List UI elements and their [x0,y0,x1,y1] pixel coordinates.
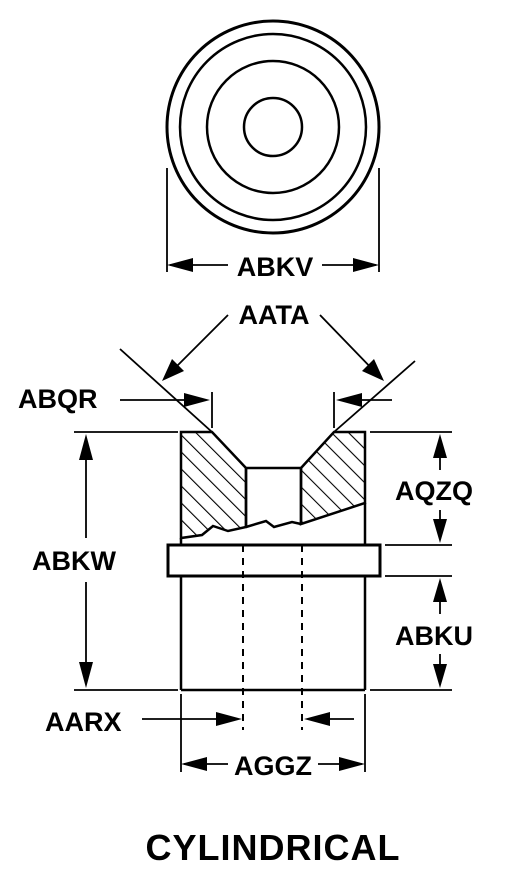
diagram-title: CYLINDRICAL [146,827,401,868]
hatched-section-left [179,430,248,540]
right-dimensions: AQZQ ABKU [370,431,473,691]
label-abqr: ABQR [18,384,98,414]
break-line [245,519,302,529]
arrowhead [79,662,93,688]
body-diameter-dimension: AGGZ [180,694,366,781]
arrowhead [167,258,193,272]
arrowhead [433,578,447,602]
angle-extension [119,348,213,433]
arrowhead [353,258,379,272]
flange [166,543,382,578]
label-abkv: ABKV [237,252,314,282]
arrowhead [304,712,330,726]
chamfer-circle [205,59,341,195]
label-aarx: AARX [45,707,122,737]
arrowhead [336,393,362,407]
arrowhead [216,712,242,726]
arrowhead [162,359,184,381]
arrowhead [433,519,447,543]
arrowhead [79,434,93,460]
arrowhead [433,664,447,688]
hatched-section-right [299,430,367,526]
arrowhead [433,434,447,458]
top-view: ABKV [165,19,381,282]
angle-extension [333,360,416,433]
arrowhead [362,359,384,381]
label-aata: AATA [239,300,310,330]
label-abkw: ABKW [32,546,116,576]
label-aggz: AGGZ [234,751,312,781]
chamfer-dimensions: AATA ABQR [18,300,416,433]
bore-circle [242,96,304,158]
label-aqzq: AQZQ [395,476,473,506]
flange-circle [178,32,368,222]
section-view [166,430,382,730]
arrowhead [339,757,365,771]
outer-circle [165,19,381,235]
bore-diameter-dimension: AARX [45,707,354,737]
label-abku: ABKU [395,621,473,651]
arrowhead [184,393,210,407]
arrowhead [181,757,207,771]
overall-length-dimension: ABKW [32,431,178,691]
